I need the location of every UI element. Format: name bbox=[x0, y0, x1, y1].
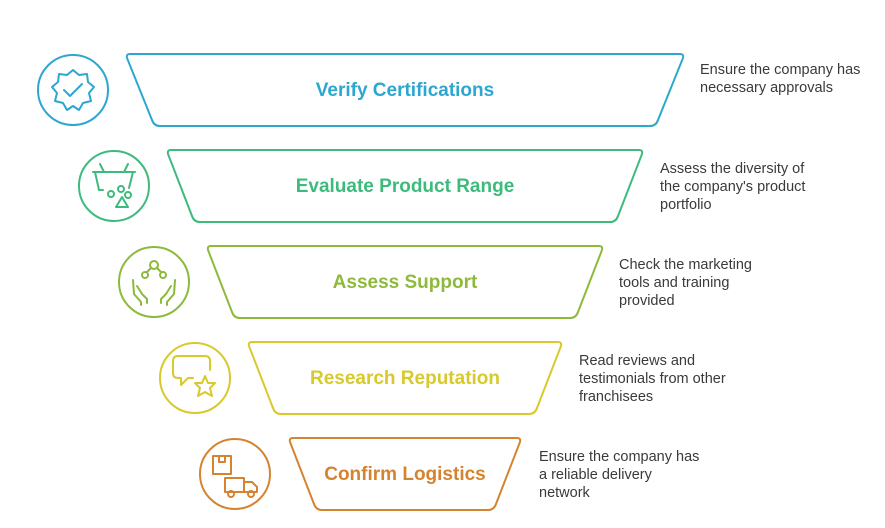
certified-badge-icon bbox=[51, 69, 95, 111]
funnel-band bbox=[125, 53, 685, 127]
description-line: franchisees bbox=[579, 389, 654, 405]
stage-icon-circle bbox=[78, 150, 150, 222]
funnel-band bbox=[247, 341, 563, 415]
stage-icon-circle bbox=[159, 342, 231, 414]
description-line: Read reviews and bbox=[579, 353, 696, 369]
stage-description-confirm-logistics: Ensure the company has a reliable delive… bbox=[539, 448, 739, 502]
stage-title: Evaluate Product Range bbox=[296, 176, 515, 197]
stage-verify-certifications: Verify Certifications bbox=[37, 53, 685, 127]
description-line: portfolio bbox=[660, 197, 712, 213]
description-line: testimonials from other bbox=[579, 371, 726, 387]
stage-title: Research Reputation bbox=[310, 368, 500, 389]
description-line: network bbox=[539, 485, 590, 501]
funnel-band bbox=[166, 149, 644, 223]
funnel-band bbox=[206, 245, 604, 319]
stage-icon-circle bbox=[199, 438, 271, 510]
description-line: Ensure the company has bbox=[700, 62, 861, 78]
description-line: Ensure the company has bbox=[539, 449, 700, 465]
stage-description-evaluate-product-range: Assess the diversity of the company's pr… bbox=[660, 160, 860, 214]
stage-description-research-reputation: Read reviews and testimonials from other… bbox=[579, 352, 779, 406]
support-hands-icon bbox=[132, 260, 176, 306]
stage-icon-circle bbox=[37, 54, 109, 126]
delivery-truck-icon bbox=[212, 455, 258, 498]
stage-evaluate-product-range: Evaluate Product Range bbox=[78, 149, 644, 223]
description-line: Check the marketing bbox=[619, 257, 752, 273]
stage-icon-circle bbox=[118, 246, 190, 318]
description-line: tools and training bbox=[619, 275, 730, 291]
description-line: necessary approvals bbox=[700, 80, 833, 96]
review-star-icon bbox=[172, 355, 216, 397]
stage-confirm-logistics: Confirm Logistics bbox=[199, 437, 522, 511]
description-line: provided bbox=[619, 293, 675, 309]
stage-description-assess-support: Check the marketing tools and training p… bbox=[619, 256, 819, 310]
product-basket-icon bbox=[92, 163, 136, 208]
stage-title: Verify Certifications bbox=[316, 80, 494, 101]
funnel-band bbox=[288, 437, 522, 511]
description-line: the company's product bbox=[660, 179, 806, 195]
stage-description-verify-certifications: Ensure the company has necessary approva… bbox=[700, 61, 885, 97]
stage-research-reputation: Research Reputation bbox=[159, 341, 563, 415]
description-line: Assess the diversity of bbox=[660, 161, 805, 177]
stage-title: Assess Support bbox=[333, 272, 478, 293]
description-line: a reliable delivery bbox=[539, 467, 652, 483]
stage-assess-support: Assess Support bbox=[118, 245, 604, 319]
stage-title: Confirm Logistics bbox=[324, 464, 486, 485]
